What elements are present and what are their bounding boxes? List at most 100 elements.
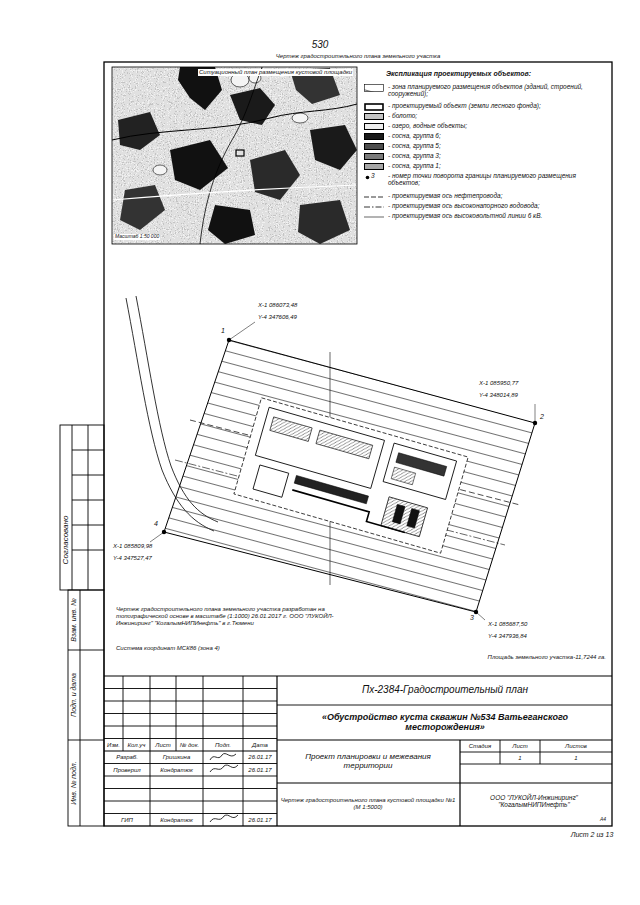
drawing-rect xyxy=(316,430,373,459)
drawing-path xyxy=(250,150,300,200)
legend-text: - озеро, водные объекты; xyxy=(388,122,606,129)
date-cell: 26.01.17 xyxy=(248,766,271,773)
drawing-polygon xyxy=(164,340,535,612)
drawing-rect xyxy=(112,67,357,244)
drawing-note: Чертеж градостроительного плана земельно… xyxy=(116,606,356,627)
drawing-line xyxy=(104,701,277,702)
coordinate: Y-4 348014,89 xyxy=(478,392,519,399)
drawing-line xyxy=(150,532,164,542)
drawing-line xyxy=(535,404,536,423)
project-name: «Обустройство куста скважин №534 Ватьега… xyxy=(320,712,570,733)
drawing-g xyxy=(234,398,468,553)
person-name: Кондратюк xyxy=(160,766,193,773)
drawing-line xyxy=(104,738,277,739)
drawing-line xyxy=(104,675,612,676)
stamp-label: Взам. инв. № xyxy=(70,598,78,641)
drawing-code: Пх-2384-Градостроительный план xyxy=(362,684,528,696)
legend-swatch xyxy=(364,113,384,120)
page-number: 530 xyxy=(312,39,329,51)
coordinate: Y-4 347936,84 xyxy=(487,633,528,640)
document-title: Проект планировки и межевания территории xyxy=(283,752,453,770)
drawing-line xyxy=(104,763,277,764)
role-name: Проверил xyxy=(113,766,140,773)
table-header: Подп. xyxy=(215,741,231,748)
drawing-path xyxy=(118,112,160,150)
point-number: 2 xyxy=(539,413,545,421)
legend-text: - номер точки поворота границы планируем… xyxy=(388,172,606,187)
drawing-line xyxy=(276,676,277,826)
legend-text: - сосна, группа 5; xyxy=(388,142,606,149)
drawing-line xyxy=(277,782,612,783)
table-header: № док. xyxy=(180,741,199,748)
drawing-line xyxy=(476,612,485,620)
sheet-title: Чертеж градостроительного плана кустовой… xyxy=(281,797,456,811)
drawing-rect xyxy=(104,62,612,826)
drawing-rect xyxy=(60,425,104,590)
legend-sample xyxy=(364,203,384,211)
drawing-line xyxy=(229,322,255,340)
legend-text: - сосна, группа 6; xyxy=(388,132,606,139)
drawing-g xyxy=(210,754,238,822)
table-header: Лист xyxy=(512,743,527,750)
drawing-line xyxy=(277,705,612,706)
role-name: Разраб. xyxy=(116,754,138,761)
drawing-rect xyxy=(68,590,104,826)
legend-swatch xyxy=(364,143,384,150)
legend-swatch xyxy=(364,123,384,130)
legend-swatch xyxy=(364,133,384,140)
plot-area: Площадь земельного участка-11,7244 га. xyxy=(488,654,606,661)
drawing-rect xyxy=(270,417,312,441)
drawing-g xyxy=(60,425,104,826)
drawing-line xyxy=(150,676,151,826)
drawing-rect xyxy=(381,497,428,537)
drawing-rect xyxy=(391,467,415,485)
drawing-path xyxy=(200,67,262,244)
drawing-rect xyxy=(365,104,383,110)
drawing-path xyxy=(298,200,350,244)
drawing-path xyxy=(210,815,238,822)
legend-sample xyxy=(364,213,384,221)
legend-sample xyxy=(364,103,384,111)
drawing-line xyxy=(364,207,384,208)
sheet-value: 1 xyxy=(574,755,577,762)
drawing-path xyxy=(310,125,357,170)
drawing-rect xyxy=(253,465,289,497)
drawing-line xyxy=(104,750,277,751)
drawing-path xyxy=(112,185,357,200)
drawing-rect xyxy=(255,407,384,488)
drawing-line xyxy=(104,688,277,689)
drawing-line xyxy=(364,217,384,218)
drawing-line xyxy=(459,740,460,826)
table-header: Кол.уч xyxy=(128,741,146,748)
legend-text: - проектируемая ось высоковольтной линии… xyxy=(388,212,606,219)
legend-swatch xyxy=(364,163,384,170)
stamp-label: Подп. и дата xyxy=(70,673,78,717)
drawing-line xyxy=(104,813,277,814)
drawing-rect xyxy=(383,443,457,499)
drawing-line xyxy=(460,752,612,753)
coordinate: Х-1 085950,77 xyxy=(478,380,519,387)
sheet-heading: Чертеж градостроительного плана земельно… xyxy=(276,53,440,60)
drawing-line xyxy=(104,788,277,789)
drawing-path xyxy=(208,205,255,244)
coordinate: Y-4 347606,49 xyxy=(257,314,298,321)
drawing-line xyxy=(104,726,277,727)
drawing-g xyxy=(112,67,357,244)
point-number: 4 xyxy=(153,520,159,528)
drawing-rect xyxy=(234,398,468,553)
drawing-line xyxy=(80,590,81,826)
date-cell: 26.01.17 xyxy=(248,816,271,823)
coordinate: Х-1 086073,48 xyxy=(257,302,298,309)
date-cell: 26.01.17 xyxy=(248,754,271,761)
sheet-value: 1 xyxy=(518,755,521,762)
drawing-line xyxy=(123,676,124,751)
role-name: ГИП xyxy=(121,816,133,823)
organization-name: ООО "ЛУКОЙЛ-Инжиниринг" "КогалымНИПИнефт… xyxy=(464,794,604,809)
sheet-count: Лист 2 из 13 xyxy=(571,831,614,839)
drawing-path xyxy=(210,754,236,760)
person-name: Гришкина xyxy=(163,754,190,761)
drawing-line xyxy=(203,676,204,826)
legend-text: - проектируемая ось нефтепровода; xyxy=(388,192,606,199)
